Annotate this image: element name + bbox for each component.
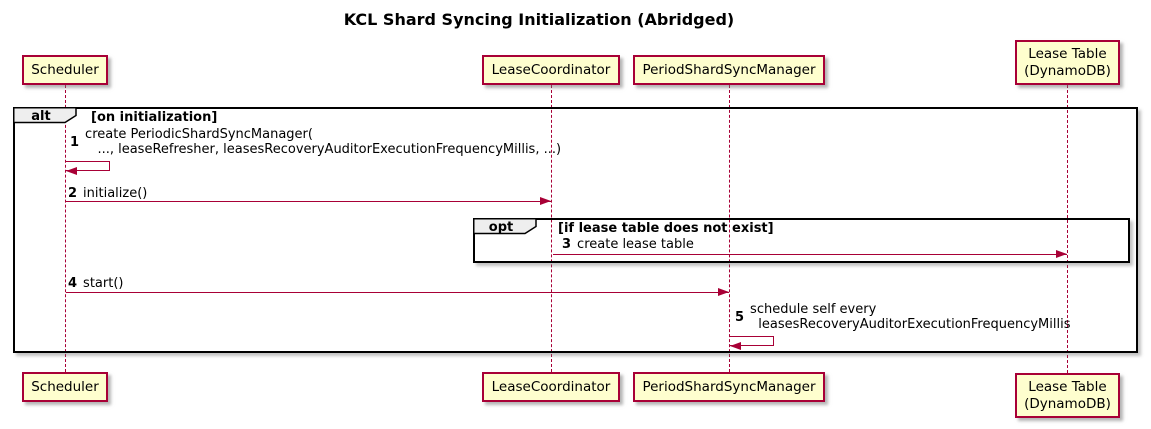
alt-frame-label: alt — [31, 109, 51, 124]
message-3-number: 3 — [562, 237, 572, 252]
message-1-label: 1 create PeriodicShardSyncManager( ..., … — [70, 127, 561, 157]
opt-frame: opt [if lease table does not exist] — [473, 218, 1130, 263]
message-2-number: 2 — [68, 186, 78, 201]
arrowhead-right-icon — [540, 197, 551, 205]
message-1-number: 1 — [70, 134, 80, 150]
message-4-label: 4 start() — [68, 276, 123, 291]
alt-label-pentagon — [13, 107, 77, 124]
lifeline-leasetable — [1067, 85, 1068, 373]
alt-frame: alt [on initialization] — [13, 107, 1138, 353]
message-2-text: initialize() — [83, 186, 148, 201]
message-5-text: schedule self every leasesRecoveryAudito… — [750, 302, 1071, 332]
message-5-number: 5 — [735, 309, 745, 325]
participant-leasetable-top: Lease Table (DynamoDB) — [1015, 40, 1120, 85]
participant-leasecoordinator-bottom: LeaseCoordinator — [482, 372, 620, 402]
participant-scheduler-bottom: Scheduler — [22, 372, 108, 402]
lifeline-leasecoordinator — [551, 85, 552, 372]
message-2-label: 2 initialize() — [68, 186, 147, 201]
arrowhead-right-icon — [1056, 250, 1067, 258]
message-3-arrow — [553, 254, 1067, 255]
opt-frame-condition: [if lease table does not exist] — [558, 221, 774, 236]
message-4-arrow — [66, 292, 729, 293]
arrowhead-right-icon — [718, 288, 729, 296]
message-1-text: create PeriodicShardSyncManager( ..., le… — [85, 127, 562, 157]
message-5-label: 5 schedule self every leasesRecoveryAudi… — [735, 302, 1071, 332]
message-1-self-arrow — [66, 161, 110, 171]
message-2-arrow — [66, 201, 551, 202]
participant-scheduler-top: Scheduler — [22, 55, 108, 85]
diagram-title: KCL Shard Syncing Initialization (Abridg… — [343, 10, 735, 29]
message-4-text: start() — [83, 276, 124, 291]
participant-periodshardsyncmanager-bottom: PeriodShardSyncManager — [633, 372, 825, 402]
lifeline-scheduler — [65, 85, 66, 372]
lifeline-periodshardsyncmanager — [729, 85, 730, 372]
opt-label-pentagon — [473, 218, 537, 235]
message-3-label: 3 create lease table — [562, 237, 694, 252]
participant-periodshardsyncmanager-top: PeriodShardSyncManager — [633, 55, 825, 85]
opt-frame-label: opt — [488, 220, 514, 235]
alt-frame-condition: [on initialization] — [91, 110, 218, 125]
message-3-text: create lease table — [577, 237, 694, 252]
participant-leasecoordinator-top: LeaseCoordinator — [482, 55, 620, 85]
message-4-number: 4 — [68, 276, 78, 291]
arrowhead-left-icon — [66, 167, 77, 175]
participant-leasetable-bottom: Lease Table (DynamoDB) — [1015, 373, 1120, 418]
message-5-self-arrow — [730, 336, 774, 346]
arrowhead-left-icon — [730, 342, 741, 350]
